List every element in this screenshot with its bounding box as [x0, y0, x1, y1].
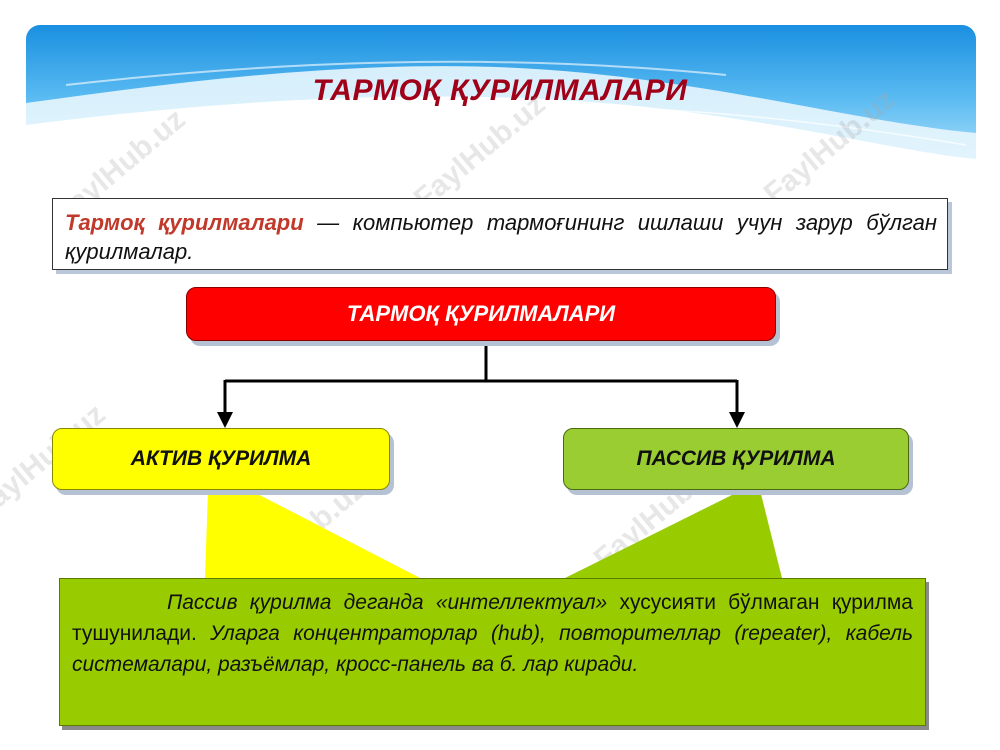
passive-device-node: ПАССИВ ҚУРИЛМА [563, 428, 909, 490]
callout-part-2: хусусияти бўлмаган қурилма тушунилади. [72, 591, 913, 645]
definition-text: — компьютер тармоғининг ишлаши учун зару… [65, 210, 937, 264]
passive-device-label: ПАССИВ ҚУРИЛМА [636, 447, 836, 470]
wave-background [26, 25, 976, 175]
right-arrowhead [729, 412, 745, 428]
header-banner [26, 25, 976, 175]
root-node: ТАРМОҚ ҚУРИЛМАЛАРИ [186, 287, 776, 341]
passive-device-callout: Пассив қурилма деганда «интеллектуал» ху… [59, 578, 926, 726]
definition-term: Тармоқ қурилмалари [65, 210, 304, 235]
callout-part-1: Пассив қурилма деганда «интеллектуал» [167, 591, 608, 614]
definition-box: Тармоқ қурилмалари — компьютер тармоғини… [52, 198, 948, 270]
active-device-label: АКТИВ ҚУРИЛМА [130, 447, 312, 470]
page-title: ТАРМОҚ ҚУРИЛМАЛАРИ [312, 74, 688, 107]
active-callout-pointer [205, 490, 420, 578]
active-device-node: АКТИВ ҚУРИЛМА [52, 428, 390, 490]
left-arrowhead [217, 412, 233, 428]
passive-callout-pointer [565, 490, 782, 578]
callout-part-3: Уларга концентраторлар (hub), повторител… [72, 622, 913, 676]
root-node-label: ТАРМОҚ ҚУРИЛМАЛАРИ [346, 301, 616, 326]
